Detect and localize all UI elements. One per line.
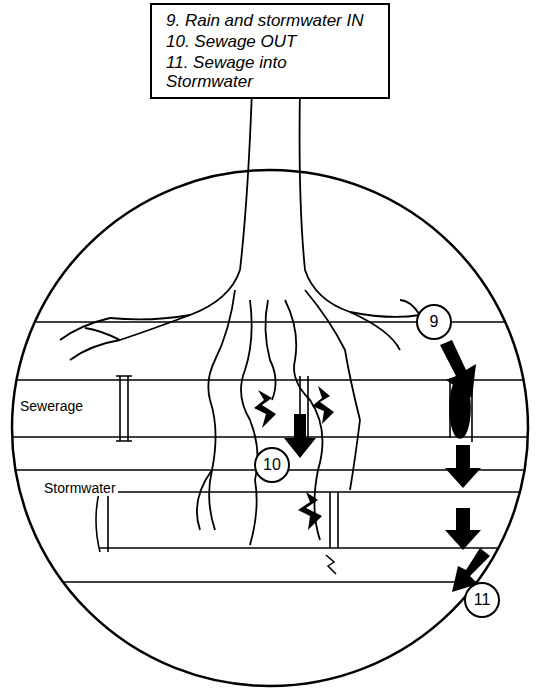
- callout-circle: 9: [416, 304, 452, 340]
- legend-line: 9. Rain and stormwater IN: [166, 11, 378, 30]
- legend-line: 10. Sewage OUT: [166, 32, 378, 51]
- pipe-label: Stormwater: [42, 481, 118, 496]
- callout-circle: 11: [464, 582, 500, 618]
- legend-line: 11. Sewage into Stormwater: [166, 53, 378, 91]
- crack-symbol: [254, 386, 334, 530]
- stormwater-pipe: [96, 488, 540, 552]
- callout-number: 9: [430, 313, 439, 331]
- tree: [60, 90, 420, 545]
- crack-symbol: [326, 555, 336, 574]
- callout-number: 11: [474, 591, 491, 609]
- flow-arrow: [284, 340, 490, 592]
- detail-circle: [12, 170, 528, 686]
- callout-number: 10: [263, 456, 281, 474]
- callout-circle: 10: [254, 447, 290, 483]
- pipe-label: Sewerage: [18, 399, 85, 414]
- legend-box: 9. Rain and stormwater IN 10. Sewage OUT 1…: [150, 3, 390, 99]
